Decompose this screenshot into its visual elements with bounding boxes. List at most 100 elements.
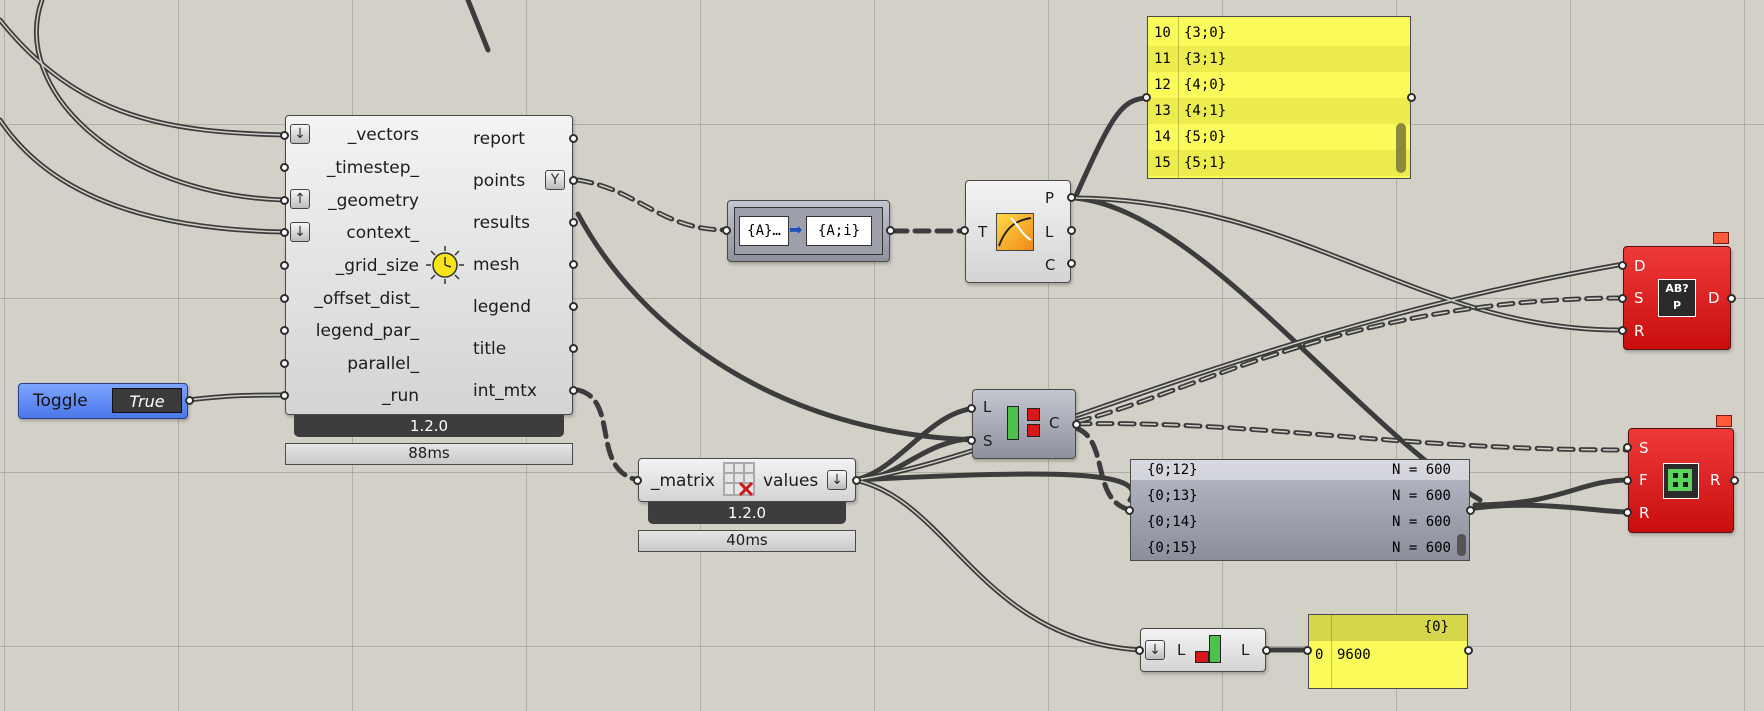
grip-out[interactable]	[1067, 193, 1076, 202]
grip-in[interactable]	[1618, 326, 1627, 335]
input-grid-size[interactable]: _grid_size	[335, 256, 419, 276]
grip-in[interactable]	[633, 476, 642, 485]
input-context[interactable]: context_	[346, 223, 419, 243]
input-f[interactable]: F	[1639, 471, 1648, 489]
graft-arrow-down-icon[interactable]: ↓	[290, 222, 310, 242]
grip-in[interactable]	[280, 261, 289, 270]
input-vectors[interactable]: _vectors	[347, 125, 419, 145]
grip-in[interactable]	[280, 391, 289, 400]
grip-out[interactable]	[1730, 476, 1739, 485]
grip-out[interactable]	[1067, 226, 1076, 235]
simplify-funnel-icon[interactable]: Y	[545, 170, 565, 190]
graft-arrow-down-icon[interactable]: ↓	[827, 470, 847, 490]
list-item-component[interactable]: L S C	[972, 389, 1076, 459]
grip-out[interactable]	[852, 476, 861, 485]
grip-out[interactable]	[569, 134, 578, 143]
input-d[interactable]: D	[1634, 257, 1646, 275]
grip-in[interactable]	[280, 228, 289, 237]
grip-in[interactable]	[967, 404, 976, 413]
deconstruct-matrix[interactable]: _matrix values ↓	[638, 458, 856, 502]
input-geometry[interactable]: _geometry	[328, 191, 419, 211]
output-r[interactable]: R	[1710, 471, 1721, 489]
grip-in[interactable]	[722, 226, 731, 235]
grip-out[interactable]	[569, 260, 578, 269]
grip-out[interactable]	[1407, 93, 1416, 102]
input-timestep[interactable]: _timestep_	[326, 158, 419, 178]
output-points[interactable]: points	[473, 171, 526, 191]
tree-statistics[interactable]: T P L C	[965, 180, 1071, 283]
input-offset-dist[interactable]: _offset_dist_	[314, 289, 419, 309]
grip-in[interactable]	[280, 359, 289, 368]
input-s[interactable]: S	[983, 432, 993, 450]
grip-out[interactable]	[1262, 646, 1271, 655]
output-mesh[interactable]: mesh	[473, 255, 520, 275]
output-report[interactable]: report	[473, 129, 525, 149]
grip-out[interactable]	[1072, 420, 1081, 429]
output-legend[interactable]: legend	[473, 297, 531, 317]
input-r[interactable]: R	[1639, 504, 1650, 522]
grip-out[interactable]	[1466, 506, 1475, 515]
output-c[interactable]: C	[1049, 414, 1060, 432]
boolean-toggle[interactable]: Toggle True	[18, 383, 188, 419]
grip-in[interactable]	[1618, 294, 1627, 303]
output-l[interactable]: L	[1045, 223, 1054, 241]
input-run[interactable]: _run	[381, 386, 419, 406]
output-l[interactable]: L	[1241, 641, 1250, 659]
output-c[interactable]: C	[1045, 256, 1056, 274]
input-s[interactable]: S	[1634, 289, 1644, 307]
grip-in[interactable]	[280, 326, 289, 335]
output-title[interactable]: title	[473, 339, 507, 359]
grip-in[interactable]	[967, 436, 976, 445]
grip-in[interactable]	[280, 294, 289, 303]
grip-in[interactable]	[1125, 506, 1134, 515]
output-int-mtx[interactable]: int_mtx	[473, 381, 537, 401]
grip-in[interactable]	[1618, 261, 1627, 270]
input-l[interactable]: L	[1177, 641, 1186, 659]
grip-in[interactable]	[1303, 646, 1312, 655]
grip-out[interactable]	[569, 386, 578, 395]
list-length-component[interactable]: ↓ L L	[1140, 628, 1266, 672]
grip-in[interactable]	[280, 163, 289, 172]
grip-out[interactable]	[1727, 294, 1736, 303]
grip-out[interactable]	[569, 302, 578, 311]
main-analysis-component[interactable]: _vectors _timestep_ _geometry context_ _…	[285, 115, 573, 415]
grip-in[interactable]	[1623, 443, 1632, 452]
paths-panel[interactable]: 10{3;0} 11{3;1} 12{4;0} 13{4;1} 14{5;0} …	[1147, 16, 1411, 179]
grip-out[interactable]	[569, 176, 578, 185]
grip-in[interactable]	[1135, 646, 1144, 655]
param-viewer[interactable]: {0;12}N = 600 {0;13}N = 600 {0;14}N = 60…	[1130, 459, 1470, 561]
grip-in[interactable]	[1142, 93, 1151, 102]
output-p[interactable]: P	[1045, 189, 1055, 207]
grip-in[interactable]	[960, 226, 969, 235]
input-r[interactable]: R	[1634, 322, 1645, 340]
input-matrix[interactable]: _matrix	[651, 471, 715, 491]
output-results[interactable]: results	[473, 213, 530, 233]
output-values[interactable]: values	[763, 471, 819, 491]
grip-out[interactable]	[1464, 646, 1473, 655]
input-s[interactable]: S	[1639, 439, 1649, 457]
grip-in[interactable]	[1623, 476, 1632, 485]
grip-in[interactable]	[280, 131, 289, 140]
grip-out[interactable]	[886, 226, 895, 235]
replace-paths-component[interactable]: S F R R	[1628, 428, 1734, 533]
length-panel[interactable]: {0} 0 9600	[1308, 614, 1468, 689]
flatten-arrow-up-icon[interactable]: ↑	[290, 189, 310, 209]
graft-arrow-down-icon[interactable]: ↓	[1145, 640, 1165, 660]
viewer-scrollbar[interactable]	[1457, 534, 1466, 556]
input-l[interactable]: L	[983, 398, 992, 416]
grip-in[interactable]	[1623, 508, 1632, 517]
input-legend-par[interactable]: legend_par_	[315, 321, 419, 341]
path-mapper[interactable]: {A}… ➡ {A;i}	[727, 200, 890, 262]
input-t[interactable]: T	[978, 223, 988, 241]
graft-arrow-down-icon[interactable]: ↓	[290, 124, 310, 144]
grip-out[interactable]	[185, 396, 194, 405]
output-d[interactable]: D	[1708, 289, 1720, 307]
input-parallel[interactable]: parallel_	[347, 354, 419, 374]
grip-out[interactable]	[1067, 259, 1076, 268]
toggle-value[interactable]: True	[112, 388, 182, 413]
dispatch-component[interactable]: D S R AB?P D	[1623, 246, 1731, 350]
grip-out[interactable]	[569, 344, 578, 353]
panel-scrollbar[interactable]	[1396, 123, 1406, 173]
grip-out[interactable]	[569, 218, 578, 227]
grip-in[interactable]	[280, 196, 289, 205]
